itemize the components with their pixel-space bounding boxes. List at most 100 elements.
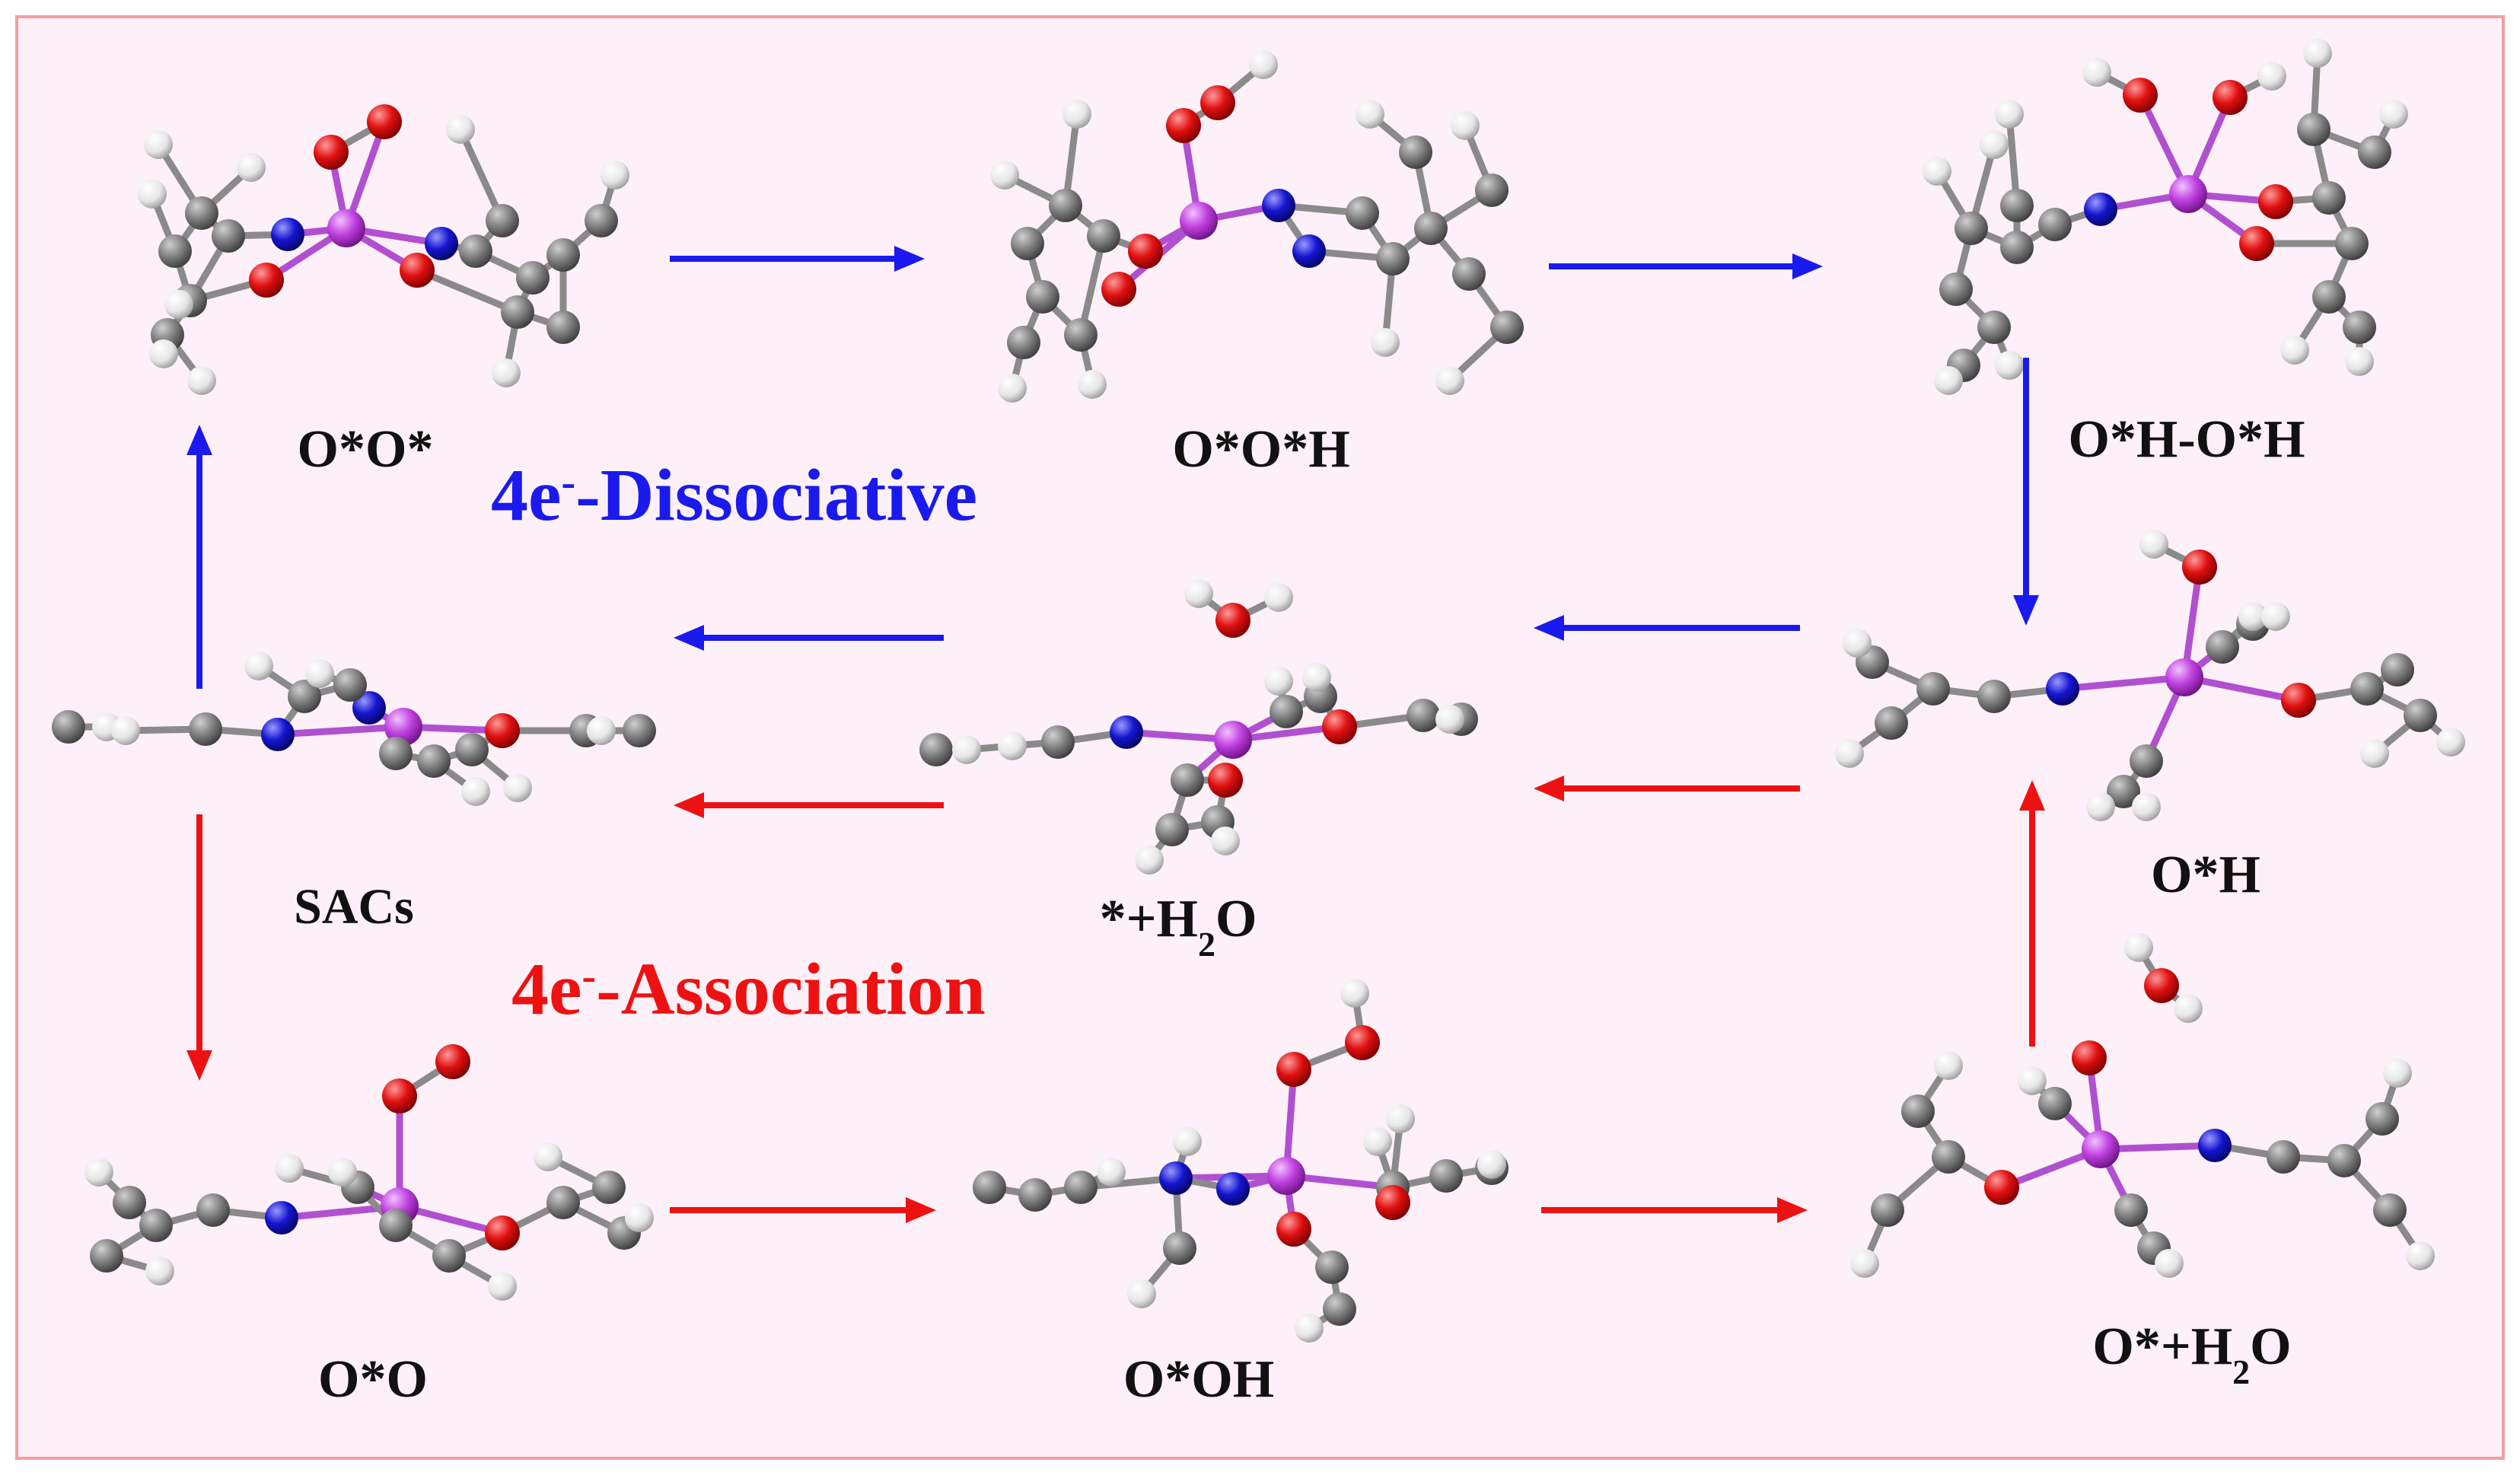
hydrogen-atom	[1850, 1249, 1879, 1278]
carbon-atom	[1932, 1140, 1965, 1174]
hydrogen-atom	[305, 659, 334, 688]
hydrogen-atom	[1995, 100, 2024, 129]
carbon-atom	[2404, 699, 2437, 732]
carbon-atom	[288, 680, 321, 713]
arrow-head	[674, 792, 704, 818]
nitrogen-atom	[265, 1201, 298, 1234]
carbon-atom	[379, 737, 413, 770]
carbon-atom	[585, 204, 618, 237]
carbon-atom	[1155, 813, 1189, 846]
hydrogen-atom	[1435, 705, 1464, 734]
hydrogen-atom	[2345, 347, 2374, 376]
carbon-atom	[212, 219, 245, 253]
hydrogen-atom	[275, 1154, 304, 1183]
hydrogen-atom	[446, 115, 475, 144]
carbon-atom	[1490, 311, 1524, 344]
hydrogen-atom	[1835, 739, 1864, 768]
oxygen-atom	[1375, 1185, 1410, 1220]
hydrogen-atom	[2261, 602, 2290, 631]
arrow-head	[894, 246, 925, 272]
carbon-atom	[1041, 725, 1075, 759]
metal-atom	[2082, 1130, 2120, 1168]
metal-atom	[327, 209, 365, 247]
hydrogen-atom	[1843, 629, 1872, 658]
sacs-structure	[52, 651, 656, 806]
hydrogen-atom	[1934, 1051, 1963, 1080]
hydrogen-atom	[998, 374, 1027, 403]
hydrogen-atom	[534, 1142, 562, 1171]
carbon-atom	[1049, 189, 1082, 222]
carbon-atom	[486, 204, 519, 237]
oxygen-atom	[435, 1044, 470, 1079]
label-sacs: SACs	[294, 879, 414, 935]
hydrogen-atom	[998, 731, 1027, 760]
hydrogen-atom	[1995, 351, 2024, 380]
hydrogen-atom	[2139, 530, 2168, 559]
arrow-oh-oh-to-oh	[2013, 358, 2039, 626]
carbon-atom	[973, 1171, 1006, 1204]
carbon-atom	[546, 1186, 580, 1219]
arrow-oo-star-to-oo-h	[670, 246, 925, 272]
dissociative-pathway-title: 4e--Dissociative	[491, 454, 977, 537]
oxygen-atom	[1215, 603, 1250, 638]
carbon-atom	[2038, 208, 2072, 241]
hydrogen-atom	[1923, 157, 1951, 186]
carbon-atom	[1955, 212, 1988, 245]
carbon-atom	[2343, 311, 2376, 344]
oxygen-atom	[485, 713, 520, 748]
oxygen-atom	[1208, 763, 1243, 798]
hydrogen-atom	[237, 153, 266, 182]
carbon-atom	[1407, 699, 1440, 732]
carbon-atom	[1064, 1171, 1098, 1204]
carbon-atom	[1916, 672, 1950, 706]
hydrogen-atom	[2155, 1249, 2184, 1278]
hydrogen-atom	[1371, 328, 1400, 357]
arrow-o-o-to-o-oh	[670, 1197, 936, 1223]
arrow-sacs-to-o-o	[186, 814, 212, 1081]
carbon-atom	[2365, 1102, 2399, 1136]
label-oh: O*H	[2151, 846, 2260, 904]
nitrogen-atom	[1262, 189, 1295, 222]
hydrogen-atom	[1264, 667, 1293, 696]
arrow-head	[186, 1050, 212, 1081]
bond	[2059, 674, 2188, 693]
hydrogen-atom	[952, 735, 981, 764]
carbon-atom	[1414, 212, 1448, 245]
oxygen-atom	[1128, 234, 1163, 269]
carbon-atom	[2297, 113, 2330, 146]
hydrogen-atom	[1062, 100, 1091, 129]
carbon-atom	[432, 1239, 466, 1273]
carbon-atom	[546, 238, 580, 272]
carbon-atom	[623, 714, 656, 747]
hydrogen-atom	[488, 1272, 517, 1301]
hydrogen-atom	[2124, 933, 2153, 962]
label-o-o: O*O	[318, 1350, 428, 1409]
hydrogen-atom	[2086, 792, 2115, 821]
hydrogen-atom	[990, 161, 1019, 190]
o-oh-structure	[973, 979, 1508, 1343]
oxygen-atom	[1276, 1052, 1311, 1087]
arrow-head	[906, 1197, 936, 1223]
carbon-atom	[2130, 744, 2163, 778]
oxygen-atom	[1984, 1170, 2019, 1205]
hydrogen-atom	[1211, 827, 1240, 855]
carbon-atom	[2000, 189, 2034, 222]
hydrogen-atom	[1097, 1158, 1126, 1187]
carbon-atom	[2206, 630, 2239, 664]
arrow-h2o-to-sacs-dissociative	[674, 625, 944, 651]
oh-oh-structure	[1923, 39, 2408, 395]
carbon-atom	[2373, 1193, 2407, 1227]
carbon-atom	[1875, 706, 1908, 740]
carbon-atom	[113, 1186, 146, 1219]
hydrogen-atom	[111, 716, 140, 745]
hydrogen-atom	[187, 366, 216, 395]
oxygen-atom	[2144, 968, 2179, 1003]
hydrogen-atom	[328, 1158, 357, 1187]
oxygen-atom	[382, 1078, 417, 1113]
label-oo-h: O*O*H	[1172, 420, 1349, 479]
label-o-oh: O*OH	[1123, 1350, 1274, 1409]
carbon-atom	[1171, 763, 1204, 797]
carbon-atom	[1376, 242, 1410, 276]
hydrogen-atom	[1078, 370, 1107, 399]
